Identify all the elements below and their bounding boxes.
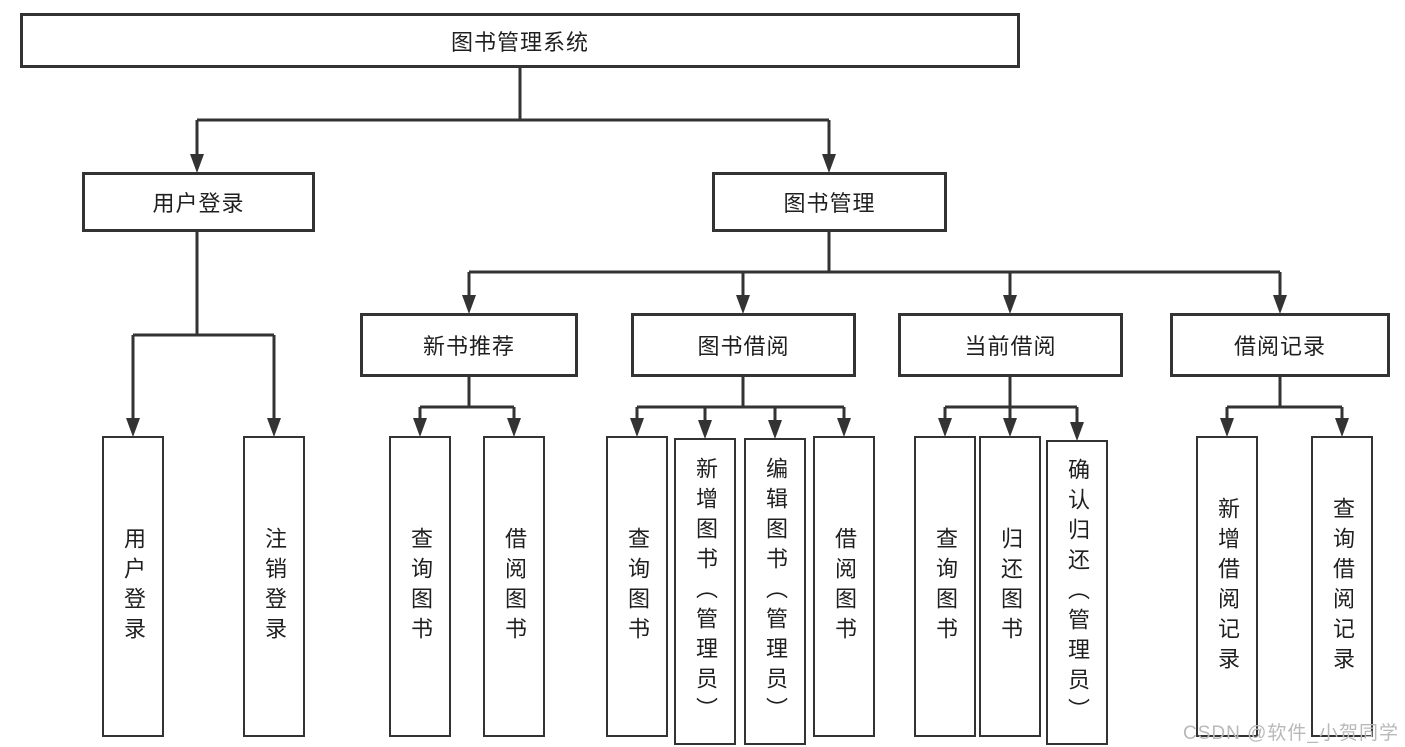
node-leaf-add-books-admin: 新增图书（管理员） — [674, 438, 736, 745]
node-book-borrowing: 图书借阅 — [631, 313, 856, 377]
node-new-book-recommend: 新书推荐 — [360, 313, 578, 377]
node-leaf-logout: 注销登录 — [243, 436, 305, 737]
node-user-login: 用户登录 — [82, 172, 315, 232]
node-label: 查询图书 — [625, 526, 650, 647]
node-label: 归还图书 — [998, 526, 1023, 647]
node-leaf-add-borrow-record: 新增借阅记录 — [1196, 436, 1258, 737]
node-leaf-query-books-1: 查询图书 — [389, 436, 451, 737]
node-leaf-return-books: 归还图书 — [979, 436, 1041, 737]
node-leaf-query-books-2: 查询图书 — [606, 436, 668, 737]
node-leaf-user-login: 用户登录 — [102, 436, 164, 737]
node-label: 新增图书（管理员） — [693, 456, 718, 727]
node-label: 用户登录 — [121, 526, 146, 647]
node-leaf-borrow-books-2: 借阅图书 — [813, 436, 875, 737]
node-label: 新增借阅记录 — [1215, 496, 1240, 677]
node-borrow-records: 借阅记录 — [1170, 313, 1390, 377]
node-leaf-query-borrow-record: 查询借阅记录 — [1311, 436, 1373, 737]
arrowheads — [126, 154, 1349, 441]
node-label: 编辑图书（管理员） — [763, 456, 788, 727]
node-label: 确认归还（管理员） — [1065, 457, 1090, 728]
node-current-borrowing: 当前借阅 — [898, 313, 1123, 377]
node-leaf-confirm-return-admin: 确认归还（管理员） — [1046, 440, 1108, 745]
node-book-management: 图书管理 — [712, 172, 947, 232]
node-label: 查询图书 — [408, 526, 433, 647]
node-label: 注销登录 — [262, 526, 287, 647]
node-leaf-borrow-books-1: 借阅图书 — [483, 436, 545, 737]
node-label: 借阅图书 — [502, 526, 527, 647]
node-label: 查询借阅记录 — [1330, 496, 1355, 677]
node-label: 借阅图书 — [832, 526, 857, 647]
node-label: 查询图书 — [933, 526, 958, 647]
node-root: 图书管理系统 — [20, 13, 1020, 68]
node-leaf-edit-books-admin: 编辑图书（管理员） — [744, 438, 806, 745]
node-leaf-query-books-3: 查询图书 — [914, 436, 976, 737]
